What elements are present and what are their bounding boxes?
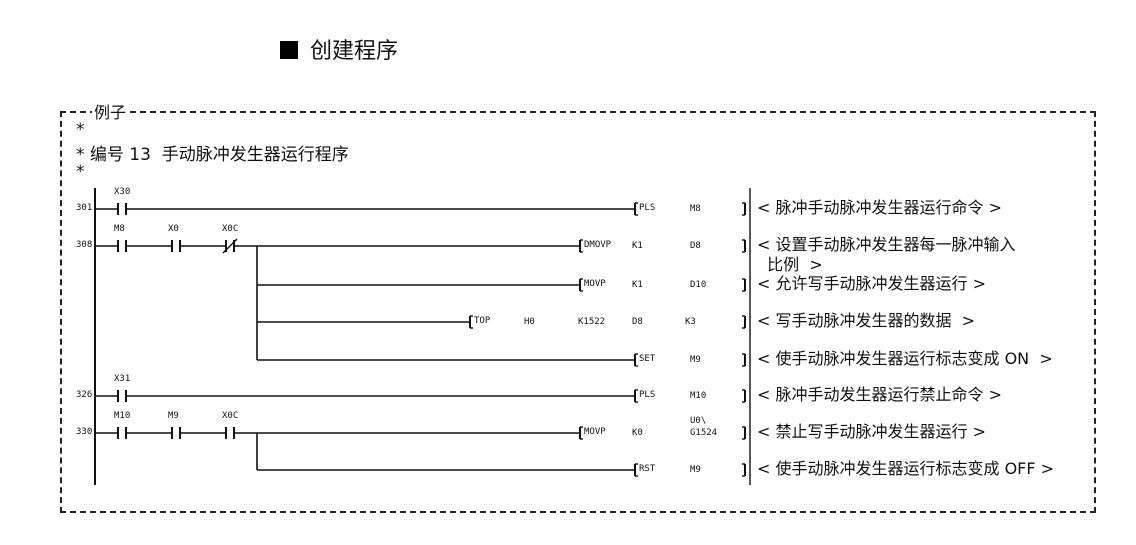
operand: M9 xyxy=(690,465,701,475)
operand: D10 xyxy=(690,280,707,290)
contact-label: X31 xyxy=(114,374,131,384)
contact-label: X0C xyxy=(222,411,239,421)
contact-label: M10 xyxy=(114,411,131,421)
operand: U0\ G1524 xyxy=(690,416,718,438)
header-line: * 编号 13 手动脉冲发生器运行程序 xyxy=(76,145,349,165)
contact-label: X0C xyxy=(222,224,239,234)
instruction-name: PLS xyxy=(639,390,656,400)
step-number: 308 xyxy=(76,240,93,250)
contact-gap xyxy=(119,244,125,248)
section-title-text: 创建程序 xyxy=(310,39,399,64)
rung-comment: < 使手动脉冲发生器运行标志变成 OFF > xyxy=(757,459,1055,478)
header-line: * xyxy=(76,120,85,140)
step-number: 326 xyxy=(76,390,93,400)
nc-slash xyxy=(222,238,238,254)
rung-comment: < 脉冲手动脉冲发生器运行命令 > xyxy=(757,198,1002,217)
operand: K1522 xyxy=(578,317,606,327)
step-number: 330 xyxy=(76,427,93,437)
frame-label: 例子 xyxy=(92,99,129,123)
contact-label: M9 xyxy=(168,411,179,421)
contact-label: X0 xyxy=(168,224,179,234)
instruction-name: PLS xyxy=(639,203,656,213)
rung-comment: < 设置手动脉冲发生器每一脉冲输入 比例 > xyxy=(757,235,1016,274)
operand: D8 xyxy=(690,241,701,251)
header-line: * xyxy=(76,162,85,182)
section-title: 创建程序 xyxy=(280,33,398,65)
instruction-name: MOVP xyxy=(584,427,606,437)
rung-comment: < 使手动脉冲发生器运行标志变成 ON > xyxy=(757,349,1053,368)
rung-comment: < 脉冲手动发生器运行禁止命令 > xyxy=(757,385,1002,404)
contact-gap xyxy=(119,207,125,211)
operand: K3 xyxy=(685,317,696,327)
instruction-name: DMOVP xyxy=(584,240,612,250)
contact-label: M8 xyxy=(114,224,125,234)
operand: H0 xyxy=(524,317,535,327)
operand: K1 xyxy=(632,280,643,290)
step-number: 301 xyxy=(76,203,93,213)
instruction-name: SET xyxy=(639,354,656,364)
contact-gap xyxy=(119,394,125,398)
square-bullet-icon xyxy=(280,41,298,59)
contact-label: X30 xyxy=(114,187,131,197)
contact-gap xyxy=(227,431,233,435)
operand: M10 xyxy=(690,391,707,401)
rung-comment: < 写手动脉冲发生器的数据 > xyxy=(757,311,976,330)
operand: K1 xyxy=(632,241,643,251)
contact-gap xyxy=(173,244,179,248)
operand: M8 xyxy=(690,204,701,214)
operand: D8 xyxy=(632,317,643,327)
operand: K0 xyxy=(632,428,643,438)
contact-gap xyxy=(119,431,125,435)
instruction-name: MOVP xyxy=(584,279,606,289)
instruction-name: TOP xyxy=(474,316,491,326)
contact-gap xyxy=(173,431,179,435)
operand: M9 xyxy=(690,355,701,365)
instruction-name: RST xyxy=(639,464,656,474)
example-frame xyxy=(60,111,1096,513)
rung-comment: < 允许写手动脉冲发生器运行 > xyxy=(757,274,986,293)
rung-comment: < 禁止写手动脉冲发生器运行 > xyxy=(757,422,986,441)
